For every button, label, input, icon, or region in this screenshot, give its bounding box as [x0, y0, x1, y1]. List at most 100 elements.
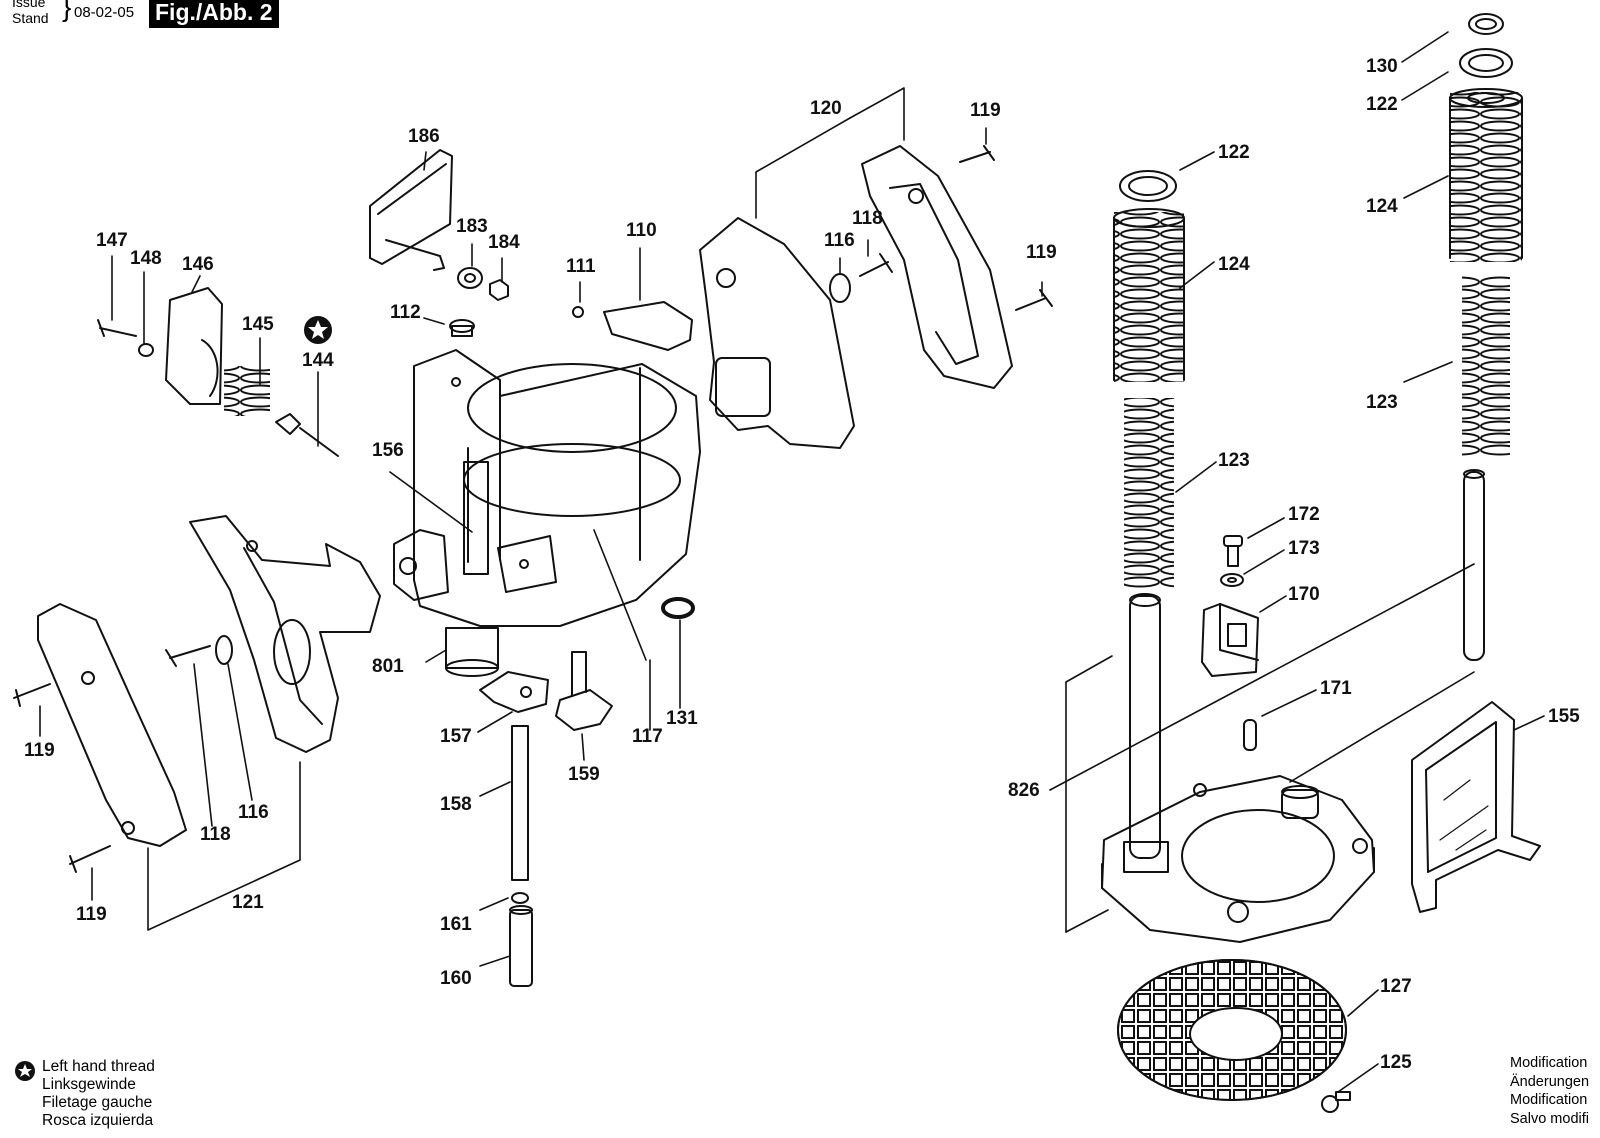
label-122-right: 122 — [1366, 94, 1398, 115]
label-159: 159 — [568, 764, 600, 785]
screw-119-mid — [1015, 289, 1053, 311]
screw-118-upper — [859, 253, 893, 277]
label-161: 161 — [440, 914, 472, 935]
label-112: 112 — [390, 302, 421, 323]
label-160: 160 — [440, 968, 472, 989]
label-116-top: 116 — [824, 230, 855, 251]
bolt-144 — [275, 413, 339, 457]
brace: } — [62, 0, 72, 22]
legend: Left hand thread Linksgewinde Filetage g… — [14, 1058, 155, 1130]
cam-146 — [165, 287, 223, 405]
pin-171 — [1243, 719, 1257, 751]
label-170: 170 — [1288, 584, 1320, 605]
label-147: 147 — [96, 230, 128, 251]
label-183: 183 — [456, 216, 488, 237]
screw-119-left-upper — [13, 683, 51, 707]
sleeve-160 — [509, 905, 533, 987]
dust-hood — [699, 217, 855, 449]
label-171: 171 — [1320, 678, 1352, 699]
guide-rod-left — [1129, 593, 1161, 859]
lock-lever-186 — [369, 149, 453, 271]
stand-text: Stand — [12, 10, 49, 26]
left-hand-thread-star-icon — [15, 1061, 35, 1081]
label-119-left-lower: 119 — [76, 904, 107, 925]
label-155: 155 — [1548, 706, 1580, 727]
label-130: 130 — [1366, 56, 1398, 77]
spring-123-left — [1124, 398, 1174, 588]
label-125: 125 — [1380, 1052, 1412, 1073]
washer-122-left — [1119, 170, 1177, 202]
washer-148 — [138, 343, 154, 357]
label-117: 117 — [632, 726, 663, 747]
label-801: 801 — [372, 656, 404, 677]
handle-body-left — [189, 515, 381, 753]
cover-110 — [572, 301, 693, 351]
label-124-right: 124 — [1366, 196, 1398, 217]
label-123-left: 123 — [1218, 450, 1250, 471]
label-146: 146 — [182, 254, 214, 275]
spring-123-top — [1462, 276, 1510, 456]
sub-base-127 — [1117, 959, 1347, 1101]
mod-line-3: Modification — [1510, 1092, 1588, 1108]
label-122-left: 122 — [1218, 142, 1250, 163]
issue-date: 08-02-05 — [74, 4, 135, 21]
label-145: 145 — [242, 314, 274, 335]
label-127: 127 — [1380, 976, 1412, 997]
issue-text: Issue — [12, 0, 46, 10]
washer-173 — [1220, 573, 1244, 587]
mod-line-4: Salvo modifi — [1510, 1110, 1589, 1127]
label-118-top: 118 — [852, 208, 883, 229]
washer-183 — [457, 267, 483, 289]
label-826: 826 — [1008, 780, 1040, 801]
washer-122-top — [1459, 48, 1513, 78]
oring-131 — [661, 597, 695, 619]
callout-labels: 130 122 124 123 122 124 123 172 173 170 … — [24, 56, 1580, 1073]
knob-159 — [555, 651, 613, 731]
legend-line-2: Linksgewinde — [42, 1076, 136, 1093]
bellows-124-left — [1113, 208, 1185, 382]
motor-housing — [393, 349, 701, 627]
label-158: 158 — [440, 794, 472, 815]
label-184: 184 — [488, 232, 520, 253]
label-186: 186 — [408, 126, 440, 147]
handle-grip-left — [37, 603, 187, 847]
star-symbol-144 — [304, 316, 332, 344]
nut-184 — [489, 279, 509, 301]
side-handle-right — [861, 145, 1013, 389]
label-156: 156 — [372, 440, 404, 461]
chip-shield-155 — [1411, 701, 1541, 913]
base-plate — [1101, 775, 1375, 943]
oring-161 — [511, 892, 529, 904]
label-148: 148 — [130, 248, 162, 269]
clamp-157 — [479, 671, 549, 713]
depth-stop-170 — [1201, 603, 1259, 677]
spring-145 — [224, 366, 270, 416]
label-119-left-upper: 119 — [24, 740, 55, 761]
screw-119-upper — [959, 145, 995, 163]
screw-172 — [1223, 535, 1243, 567]
mod-line-2: Änderungen — [1510, 1073, 1590, 1090]
screw-119-left-lower — [69, 845, 111, 873]
leader-lines — [39, 31, 1545, 1093]
screw-147 — [97, 319, 137, 337]
figure-title: Fig./Abb. 2 — [149, 0, 279, 28]
screw-125 — [1321, 1091, 1351, 1113]
rod-158 — [511, 725, 529, 881]
collet-nut-801 — [445, 627, 499, 677]
retaining-ring-130 — [1468, 13, 1504, 35]
washer-116-upper — [829, 273, 851, 303]
plug-112 — [449, 319, 475, 337]
label-121: 121 — [232, 892, 264, 913]
label-144: 144 — [302, 350, 334, 371]
label-116-lower: 116 — [238, 802, 269, 823]
label-124-left: 124 — [1218, 254, 1250, 275]
label-119-mid: 119 — [1026, 242, 1057, 263]
label-172: 172 — [1288, 504, 1320, 525]
bellows-124-top — [1449, 88, 1523, 262]
label-173: 173 — [1288, 538, 1320, 559]
washer-116-lower — [215, 635, 233, 665]
issue-label: Issue Stand — [12, 0, 49, 26]
label-120: 120 — [810, 98, 842, 119]
legend-line-3: Filetage gauche — [42, 1094, 153, 1111]
